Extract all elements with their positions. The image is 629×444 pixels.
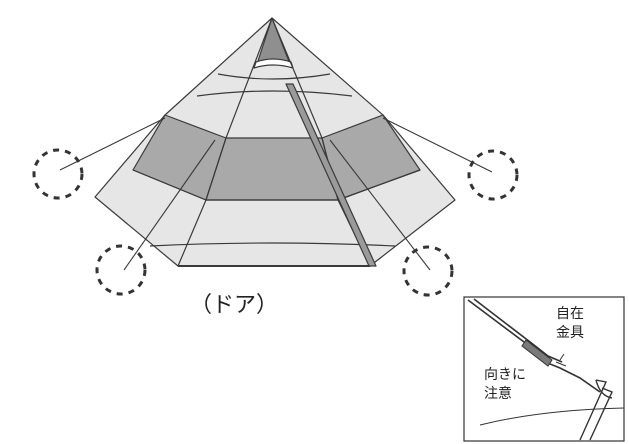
orientation-note-line2: 注意: [484, 385, 512, 402]
peg-circle-right-lower: [402, 245, 454, 297]
tent: [94, 17, 456, 267]
orientation-note-line1: 向きに: [484, 367, 526, 383]
rib-4: [271, 17, 323, 139]
inset-frame: [463, 296, 625, 442]
tensioner-mark: [555, 353, 567, 367]
rib-3: [177, 199, 207, 267]
seam-2: [196, 90, 353, 97]
seam-3: [132, 169, 421, 201]
peg-hook: [595, 379, 613, 399]
hardware-label-line1: 自在: [556, 306, 584, 322]
guy-line-right-lower: [329, 139, 431, 271]
guy-rope: [467, 299, 601, 393]
peg-circle-left-lower: [95, 244, 147, 296]
inset-detail: 自在 金具 向きに 注意: [463, 296, 625, 442]
rib-2: [205, 137, 227, 201]
guy-rope-return: [473, 298, 563, 363]
peg-circle-left-upper: [32, 148, 84, 200]
seam-1: [217, 73, 331, 80]
guy-line-left-lower: [123, 139, 216, 271]
tent-peg: [579, 379, 613, 441]
door-zipper-strip: [285, 83, 377, 267]
rib-1: [225, 17, 273, 139]
tensioner-adjuster: [521, 339, 553, 367]
peg-markers: [32, 148, 519, 297]
door-label: （ドア）: [190, 293, 278, 318]
peg-circle-right-upper: [467, 149, 519, 201]
hardware-label-line2: 金具: [556, 325, 584, 341]
